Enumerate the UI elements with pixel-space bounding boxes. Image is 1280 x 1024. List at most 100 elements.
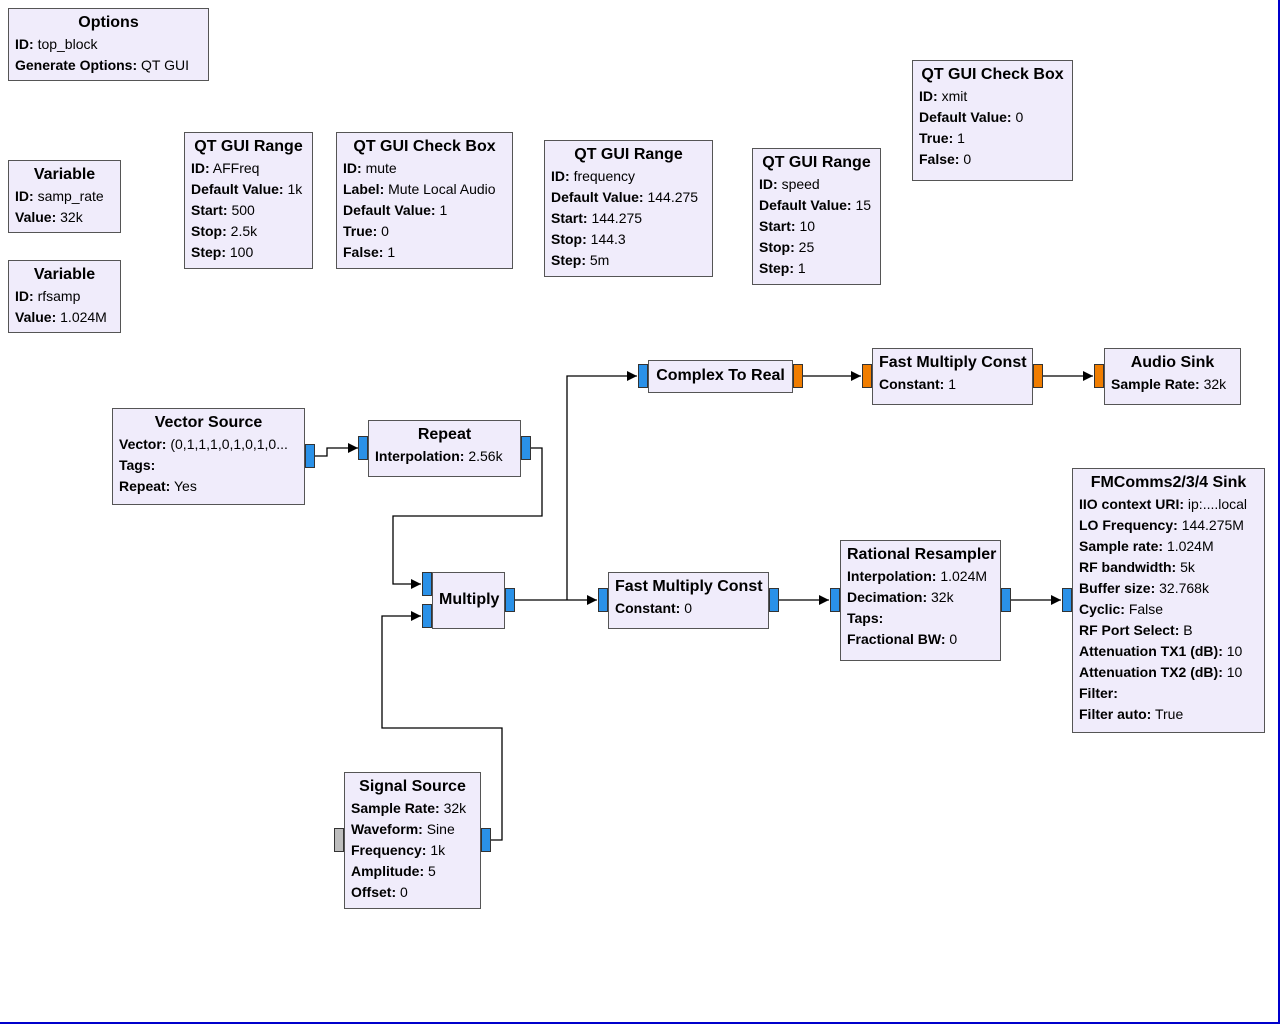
port-repeat-in[interactable]	[358, 436, 368, 460]
param-value: 100	[229, 244, 254, 260]
param-key: RF Port Select:	[1079, 622, 1180, 638]
param-value: 32k	[1203, 376, 1227, 392]
block-param: Sample rate: 1.024M	[1079, 536, 1258, 557]
block-param: ID: mute	[343, 158, 506, 179]
param-value: mute	[365, 160, 397, 176]
block-param: Stop: 144.3	[551, 229, 706, 250]
param-key: ID:	[15, 288, 34, 304]
connection-multiply-to-complex-to-real[interactable]	[566, 371, 637, 600]
param-value: 32k	[443, 800, 467, 816]
param-value: 32.768k	[1159, 580, 1209, 596]
port-multiply-in0[interactable]	[422, 572, 432, 596]
param-key: Start:	[191, 202, 228, 218]
param-key: Repeat:	[119, 478, 171, 494]
block-param: True: 1	[919, 128, 1066, 149]
connection-vector-source-to-repeat[interactable]	[315, 443, 358, 457]
port-fmcomms-sink-in[interactable]	[1062, 588, 1072, 612]
param-key: Interpolation:	[375, 448, 465, 464]
param-value: 0	[949, 631, 958, 647]
port-rational-resampler-in[interactable]	[830, 588, 840, 612]
param-key: Stop:	[551, 231, 587, 247]
param-key: Attenuation TX2 (dB):	[1079, 664, 1223, 680]
block-param: Offset: 0	[351, 882, 474, 903]
block-param: Sample Rate: 32k	[351, 798, 474, 819]
block-complex-to-real[interactable]: Complex To Real	[648, 360, 793, 393]
block-param: LO Frequency: 144.275M	[1079, 515, 1258, 536]
block-param: Frequency: 1k	[351, 840, 474, 861]
param-value: 1.024M	[60, 309, 107, 325]
block-param: Decimation: 32k	[847, 587, 994, 608]
port-fast-multiply-rf-out[interactable]	[769, 588, 779, 612]
param-value: AFFreq	[212, 160, 260, 176]
port-multiply-in1[interactable]	[422, 604, 432, 628]
block-param: Filter auto: True	[1079, 704, 1258, 725]
port-fast-multiply-audio-out[interactable]	[1033, 364, 1043, 388]
param-key: True:	[919, 130, 954, 146]
block-param: Waveform: Sine	[351, 819, 474, 840]
port-signal-source-out[interactable]	[481, 828, 491, 852]
block-param: Default Value: 15	[759, 195, 874, 216]
param-key: Value:	[15, 309, 57, 325]
param-key: Default Value:	[551, 189, 644, 205]
block-param: Buffer size: 32.768k	[1079, 578, 1258, 599]
port-complex-to-real-in[interactable]	[638, 364, 648, 388]
block-title: Vector Source	[154, 414, 263, 431]
block-multiply[interactable]: Multiply	[432, 572, 505, 629]
port-rational-resampler-out[interactable]	[1001, 588, 1011, 612]
block-param: Repeat: Yes	[119, 476, 298, 497]
param-key: Start:	[551, 210, 588, 226]
param-key: Cyclic:	[1079, 601, 1125, 617]
param-value: 1	[957, 130, 965, 146]
param-value: 500	[231, 202, 255, 218]
port-complex-to-real-out[interactable]	[793, 364, 803, 388]
port-audio-sink-in[interactable]	[1094, 364, 1104, 388]
port-fast-multiply-rf-in[interactable]	[598, 588, 608, 612]
param-key: Default Value:	[919, 109, 1012, 125]
port-multiply-out[interactable]	[505, 588, 515, 612]
port-fast-multiply-audio-in[interactable]	[862, 364, 872, 388]
port-vector-source-out[interactable]	[305, 444, 315, 468]
param-value: 144.3	[590, 231, 626, 247]
block-title: Options	[78, 14, 139, 31]
block-param: Fractional BW: 0	[847, 629, 994, 650]
param-key: ID:	[15, 188, 34, 204]
block-param: RF Port Select: B	[1079, 620, 1258, 641]
param-value: 144.275	[591, 210, 643, 226]
param-key: Attenuation TX1 (dB):	[1079, 643, 1223, 659]
block-title: QT GUI Check Box	[921, 66, 1064, 83]
block-param: Default Value: 144.275	[551, 187, 706, 208]
block-param: False: 1	[343, 242, 506, 263]
block-param: Default Value: 1k	[191, 179, 306, 200]
param-key: Frequency:	[351, 842, 427, 858]
param-key: Default Value:	[759, 197, 852, 213]
block-param: RF bandwidth: 5k	[1079, 557, 1258, 578]
param-value: frequency	[573, 168, 636, 184]
connection-repeat-to-multiply[interactable]	[392, 447, 543, 589]
port-repeat-out[interactable]	[521, 436, 531, 460]
param-value: 32k	[931, 589, 954, 605]
connection-signal-source-to-multiply[interactable]	[381, 611, 503, 841]
param-key: ID:	[343, 160, 362, 176]
param-key: Buffer size:	[1079, 580, 1156, 596]
param-value: 0	[684, 600, 693, 616]
param-key: LO Frequency:	[1079, 517, 1178, 533]
port-signal-source-disabled-in[interactable]	[334, 828, 344, 852]
param-value: 144.275	[647, 189, 699, 205]
